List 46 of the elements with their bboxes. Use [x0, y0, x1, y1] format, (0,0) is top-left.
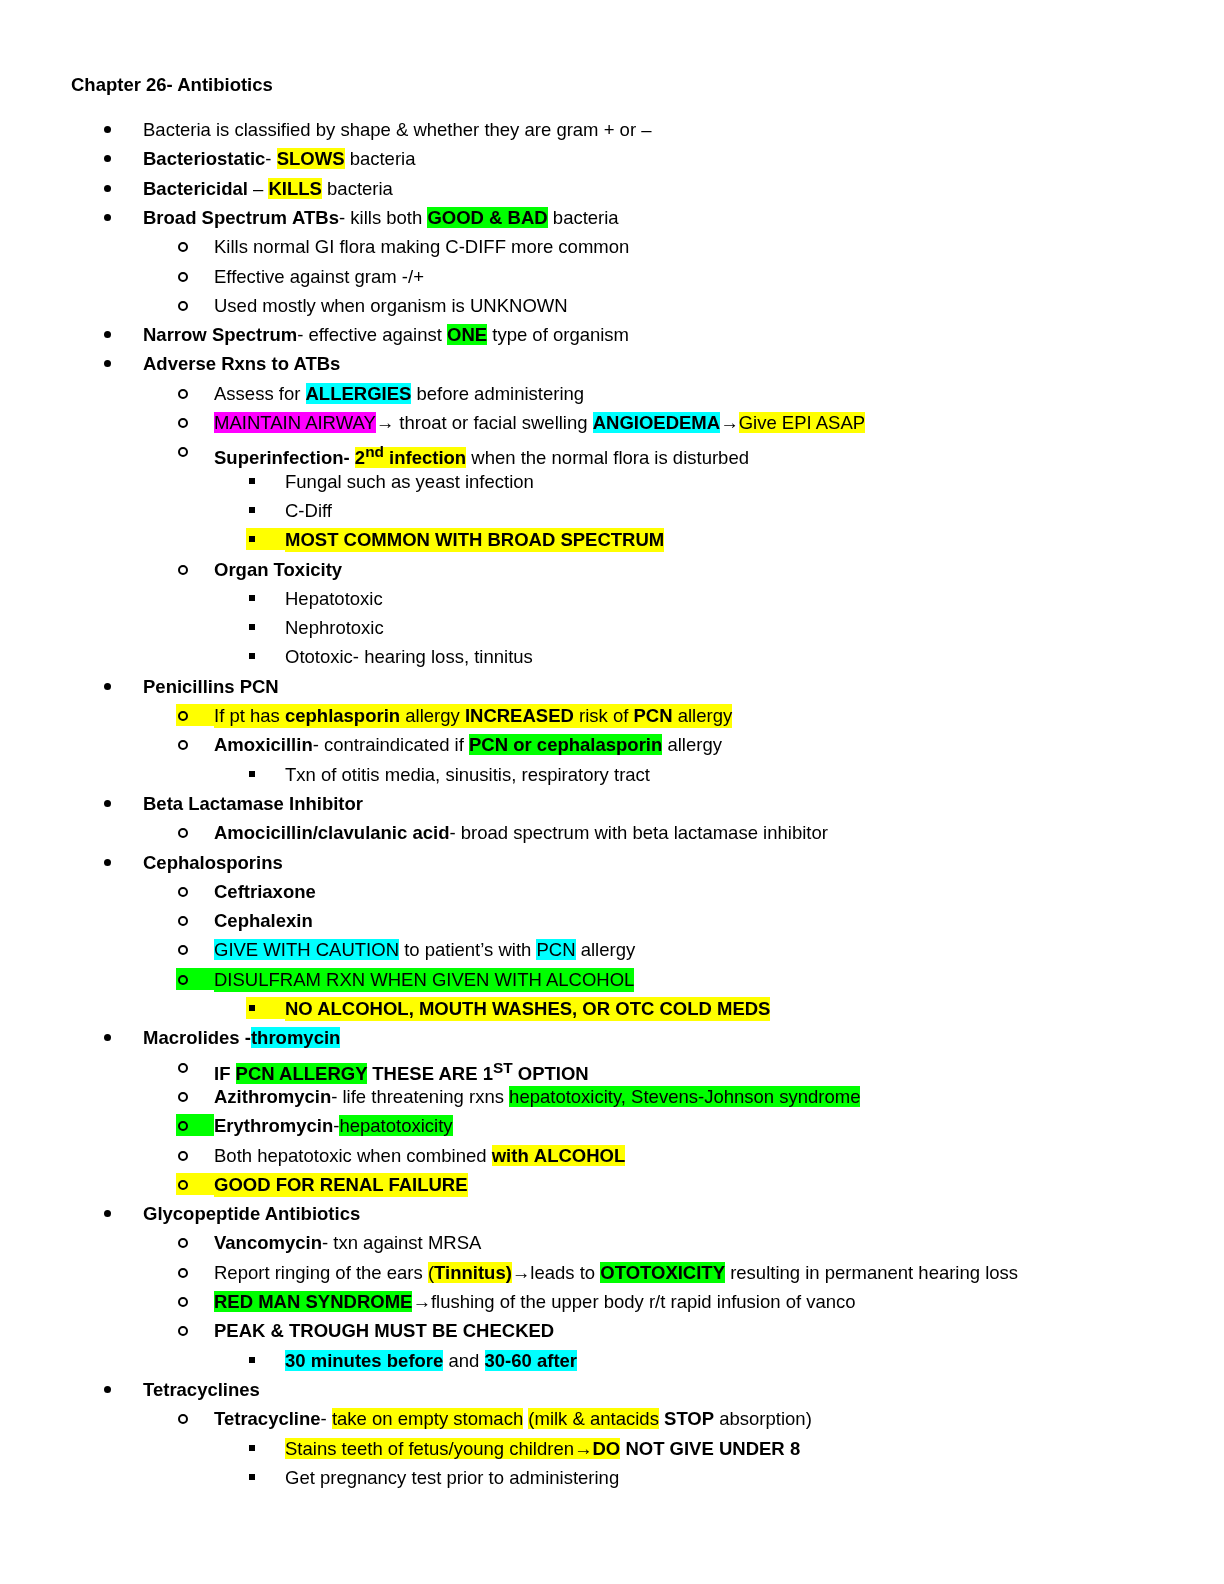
sub-list-item: Stains teeth of fetus/young children→DO NOT GIVE UNDER 8 — [285, 1436, 801, 1461]
sub-list-item: Amocicillin/clavulanic acid- broad spectrum with beta lactamase inhibitor — [214, 821, 828, 846]
sub-list-item: 30 minutes before and 30-60 after — [285, 1348, 578, 1373]
sub-list-item: Erythromycin-hepatotoxicity — [214, 1114, 453, 1139]
list-item: Bacteriostatic- SLOWS bacteria — [143, 147, 416, 172]
sub-list-item: Tetracycline- take on empty stomach (milk & antacids STOP absorption) — [214, 1407, 812, 1432]
sub-list-item: Cephalexin — [214, 909, 313, 934]
document-title: Chapter 26- Antibiotics — [71, 73, 273, 97]
sub-list-item: Used mostly when organism is UNKNOWN — [214, 293, 568, 318]
list-item: Adverse Rxns to ATBs — [143, 352, 341, 377]
sub-list-item: Organ Toxicity — [214, 557, 343, 582]
sub-list-item: Ototoxic- hearing loss, tinnitus — [285, 645, 533, 670]
sub-list-item: Hepatotoxic — [285, 586, 383, 611]
sub-list-item: Superinfection- 2$^{nd}$ infection when the normal flora is disturbed — [214, 442, 749, 471]
sub-list-item: DISULFRAM RXN WHEN GIVEN WITH ALCOHOL — [214, 967, 635, 992]
list-item: Narrow Spectrum- effective against ONE type of organism — [143, 323, 630, 348]
sub-list-item: NO ALCOHOL, MOUTH WASHES, OR OTC COLD MEDS — [285, 997, 771, 1021]
sub-list-item: Assess for ALLERGIES before administering — [214, 381, 585, 406]
sub-list-item: Get pregnancy test prior to administering — [285, 1465, 620, 1490]
sub-list-item: Report ringing of the ears (Tinnitus)→leads to OTOTOXICITY resulting in permanent hearing loss — [214, 1260, 1019, 1285]
sub-list-item: Ceftriaxone — [214, 879, 316, 904]
sub-list-item: Azithromycin- life threatening rxns hepatotoxicity, Stevens-Johnson syndrome — [214, 1084, 861, 1109]
sub-list-item: Amoxicillin- contraindicated if PCN or cephalasporin allergy — [214, 733, 722, 758]
list-item: Bacteria is classified by shape & whether they are gram + or – — [143, 118, 652, 142]
sub-list-item: Nephrotoxic — [285, 616, 384, 641]
sub-list-item: GIVE WITH CAUTION to patient’s with PCN allergy — [214, 938, 636, 963]
sub-list-item: RED MAN SYNDROME→flushing of the upper body r/t rapid infusion of vanco — [214, 1290, 856, 1314]
sub-list-item: MOST COMMON WITH BROAD SPECTRUM — [285, 528, 665, 553]
sub-list-item: Txn of otitis media, sinusitis, respiratory tract — [285, 762, 650, 787]
sub-list-item: Effective against gram -/+ — [214, 264, 424, 289]
sub-list-item: MAINTAIN AIRWAY→ throat or facial swelling ANGIOEDEMA→Give EPI ASAP — [214, 411, 866, 435]
sub-list-item: C-Diff — [285, 498, 332, 523]
list-item: Glycopeptide Antibiotics — [143, 1202, 361, 1227]
list-item: Broad Spectrum ATBs- kills both GOOD & BAD bacteria — [143, 205, 619, 230]
sub-list-item: PEAK & TROUGH MUST BE CHECKED — [214, 1319, 555, 1344]
sub-list-item: GOOD FOR RENAL FAILURE — [214, 1172, 468, 1197]
sub-list-item: Vancomycin- txn against MRSA — [214, 1231, 482, 1256]
sub-list-item: IF PCN ALLERGY THESE ARE 1$^{ST}$ OPTION — [214, 1057, 589, 1086]
list-item: Bactericidal – KILLS bacteria — [143, 176, 393, 201]
sub-list-item: Kills normal GI flora making C-DIFF more common — [214, 235, 630, 260]
list-item: Cephalosporins — [143, 850, 283, 875]
sub-list-item: Fungal such as yeast infection — [285, 469, 534, 494]
list-item: Beta Lactamase Inhibitor — [143, 791, 363, 816]
sub-list-item: If pt has cephlasporin allergy INCREASED risk of PCN allergy — [214, 704, 733, 728]
list-item: Penicillins PCN — [143, 674, 279, 699]
list-item: Tetracyclines — [143, 1377, 260, 1402]
